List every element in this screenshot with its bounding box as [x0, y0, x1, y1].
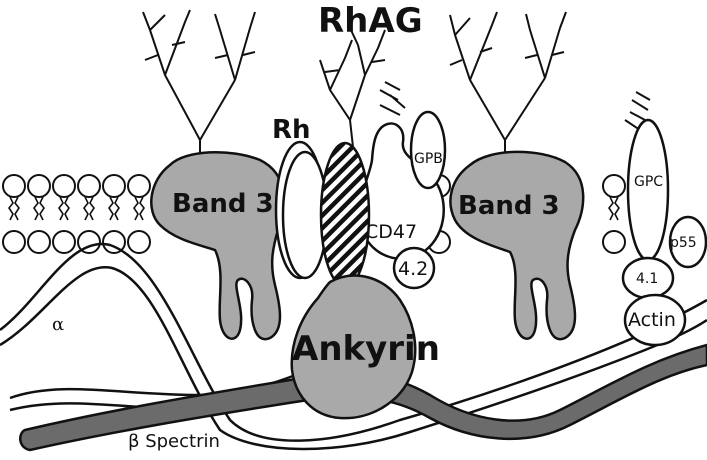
lipid-tail: [34, 197, 44, 220]
band3-right: Band 3: [450, 152, 583, 339]
lipid-head: [53, 231, 75, 253]
alpha-spectrin-label: α: [52, 314, 64, 335]
p55-protein: p55: [670, 217, 706, 267]
protein-4-1-label: 4.1: [636, 271, 658, 287]
actin-label: Actin: [628, 309, 676, 331]
lipid-head: [3, 175, 25, 197]
gpb-label: GPB: [414, 151, 443, 167]
ankyrin-label: Ankyrin: [292, 329, 440, 369]
beta-spectrin-label: β Spectrin: [128, 431, 220, 452]
protein-4-2: 4.2: [394, 248, 434, 288]
lipid-head: [3, 231, 25, 253]
lipid-tail: [9, 197, 19, 220]
rhag-label: RhAG: [318, 1, 423, 41]
lipid-head: [128, 231, 150, 253]
actin-protein: Actin: [625, 295, 685, 345]
lipid-head: [603, 231, 625, 253]
lipid-head: [603, 175, 625, 197]
protein-4-2-label: 4.2: [398, 258, 428, 280]
p55-label: p55: [670, 235, 697, 251]
lipid-tail: [84, 197, 94, 220]
lipid-head: [128, 175, 150, 197]
band3-left-label: Band 3: [172, 189, 274, 219]
gpc-protein: GPC: [628, 120, 668, 260]
lipid-tail: [109, 197, 119, 220]
protein-4-1: 4.1: [623, 258, 673, 298]
lipid-head: [28, 175, 50, 197]
lipid-head: [78, 175, 100, 197]
cd47-label: CD47: [365, 221, 417, 243]
lipid-head: [103, 175, 125, 197]
band3-right-label: Band 3: [458, 191, 560, 221]
lipid-head: [28, 231, 50, 253]
lipid-head: [53, 175, 75, 197]
rh-protein: Rh: [272, 115, 327, 278]
lipid-tail: [59, 197, 69, 220]
gpc-label: GPC: [634, 174, 663, 190]
rh-label: Rh: [272, 115, 311, 145]
gpb-protein: GPB: [411, 112, 445, 188]
lipid-tail: [609, 197, 619, 220]
lipid-tail: [134, 197, 144, 220]
